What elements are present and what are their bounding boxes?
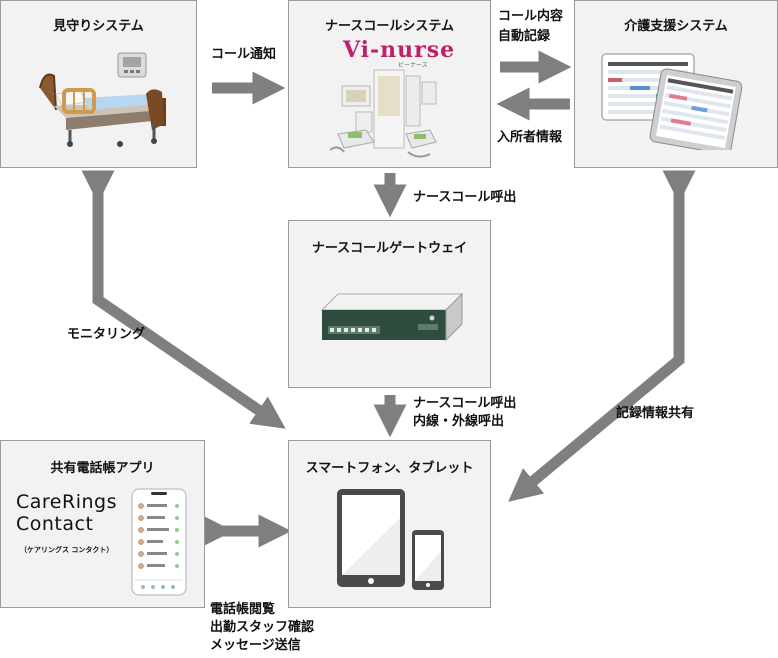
vi-nurse-logo-kana: ビーナース <box>398 62 428 69</box>
label-phonebook-features: 電話帳閲覧 出勤スタッフ確認 メッセージ送信 <box>210 602 315 653</box>
label-resident-info: 入所者情報 <box>497 130 563 145</box>
nurse-call-equipment-icon <box>330 69 437 158</box>
sensor-device-icon <box>117 52 147 78</box>
kaigo-support-system-title: 介護支援システム <box>624 19 728 34</box>
label-gateway-call: ナースコール呼出 内線・外線呼出 <box>413 396 517 429</box>
arrow-monitoring <box>81 170 286 429</box>
app-phone-screen-icon <box>131 488 187 596</box>
arrow-record-share <box>508 170 696 502</box>
smartphone-icon <box>412 530 444 590</box>
label-call-record: コール内容 自動記録 <box>498 9 564 44</box>
label-call-notify: コール通知 <box>211 47 277 62</box>
tablet-icon <box>337 489 405 587</box>
carerings-product-name: CareRings Contact <box>16 491 117 535</box>
phonebook-app-title: 共有電話帳アプリ <box>50 461 155 476</box>
vi-nurse-logo: Vi-nurse <box>343 37 456 63</box>
smart-devices-title: スマートフォン、タブレット <box>305 461 474 476</box>
care-record-tablet-icon <box>601 53 743 150</box>
label-record-share: 記録情報共有 <box>616 406 695 421</box>
label-monitoring: モニタリング <box>67 327 146 342</box>
mimamori-system-box: 見守りシステム <box>0 0 197 168</box>
label-nursecall-call: ナースコール呼出 <box>413 190 517 205</box>
care-bed-icon <box>39 73 166 147</box>
carerings-product-kana: （ケアリングス コンタクト） <box>20 546 114 554</box>
gateway-title: ナースコールゲートウェイ <box>311 241 468 256</box>
mimamori-system-title: 見守りシステム <box>53 19 144 34</box>
network-gateway-icon <box>320 292 464 342</box>
nursecall-system-title: ナースコールシステム <box>325 19 454 34</box>
